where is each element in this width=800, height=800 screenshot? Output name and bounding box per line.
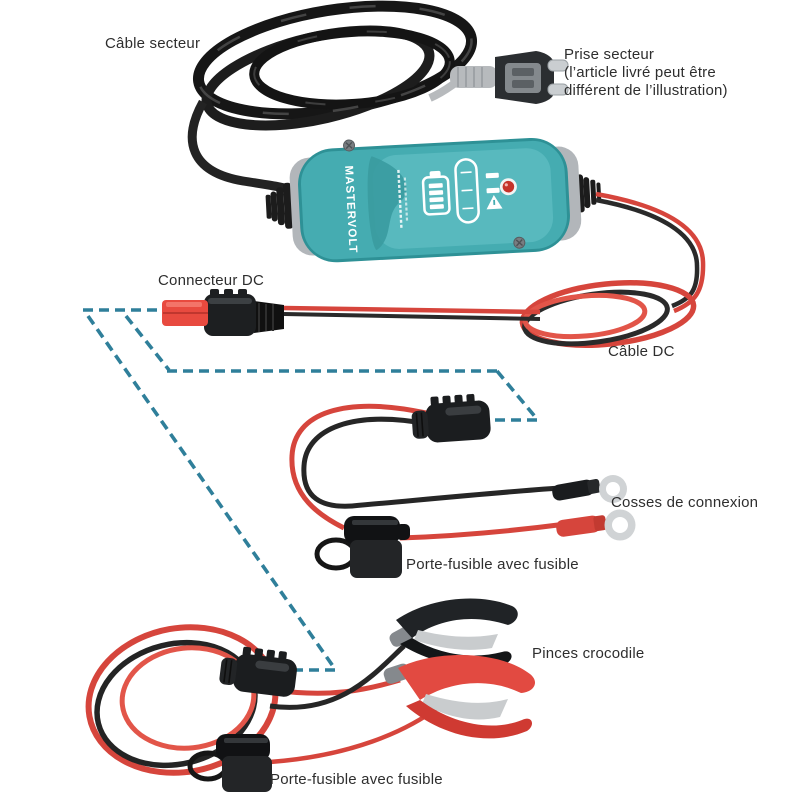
label-porte-fusible-bas: Porte-fusible avec fusible (270, 771, 443, 788)
label-prise-secteur-line1: Prise secteur (564, 46, 655, 63)
accessory-connector (411, 393, 491, 443)
mains-plug (450, 51, 569, 104)
charge-scale-icon (454, 158, 480, 224)
accessory-connector (219, 646, 297, 697)
charger-device: MASTERVOLT (265, 137, 602, 263)
fuse-holder (187, 734, 272, 792)
brand-text: MASTERVOLT (342, 165, 359, 254)
dc-cable-coil (519, 280, 697, 348)
label-porte-fusible-milieu: Porte-fusible avec fusible (406, 556, 579, 573)
mode-bar-icon (485, 172, 499, 179)
label-prise-secteur: Prise secteur (l’article livré peut être… (564, 46, 754, 100)
dashed-connector-lines (83, 308, 539, 672)
fuse-holder (314, 516, 410, 578)
ring-terminal-cable (289, 393, 636, 578)
ring-terminal-black (552, 475, 627, 503)
plug-prong-top (547, 59, 569, 72)
label-prise-secteur-line3: différent de l’illustration) (564, 82, 728, 99)
mode-bar-icon (486, 187, 500, 194)
label-cable-dc: Câble DC (608, 343, 675, 360)
dash-line-d2 (495, 369, 539, 421)
dash-line-d3 (86, 314, 337, 671)
crocodile-clip-cable (85, 598, 536, 792)
dash-line-d1 (124, 314, 171, 372)
dc-cable (283, 191, 706, 348)
label-connecteur-dc: Connecteur DC (158, 272, 264, 289)
plug-prong-bottom (547, 83, 569, 96)
label-cable-secteur: Câble secteur (105, 35, 201, 52)
label-pinces-crocodile: Pinces crocodile (532, 645, 645, 662)
strain-relief-left (265, 182, 294, 229)
ac-cable-to-charger (187, 99, 294, 195)
screw-icon (513, 236, 526, 249)
led-indicator-icon (499, 178, 517, 196)
warning-triangle-icon (486, 194, 503, 210)
label-cosses-de-connexion: Cosses de connexion (611, 494, 759, 511)
dc-connector (162, 289, 284, 336)
ring-terminal-red (556, 509, 636, 541)
label-prise-secteur-line2: (l’article livré peut être (564, 64, 716, 81)
battery-icon (421, 170, 451, 216)
screw-icon (343, 139, 356, 152)
crocodile-clip-red (383, 655, 536, 739)
charger-face-panel (372, 148, 554, 249)
